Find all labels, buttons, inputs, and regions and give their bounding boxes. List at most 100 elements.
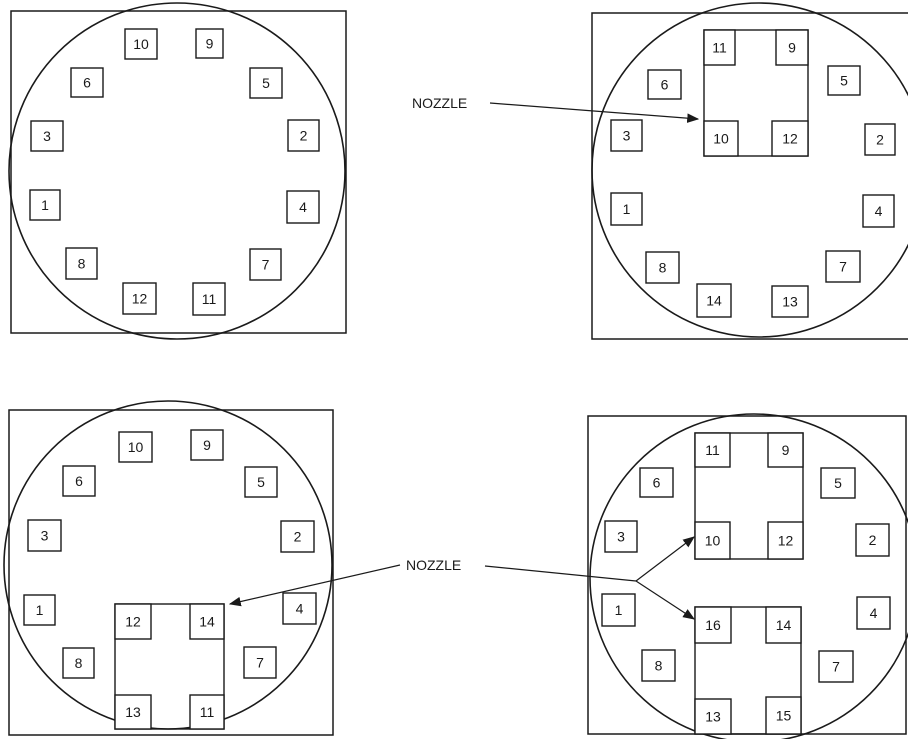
nozzle-arrow-top (489, 102, 700, 123)
box-12: 12 (771, 120, 809, 157)
svg-text:1: 1 (623, 201, 631, 217)
svg-text:7: 7 (256, 655, 264, 671)
box-2: 2 (864, 123, 896, 156)
box-4: 4 (282, 592, 317, 625)
box-6: 6 (62, 465, 96, 497)
box-12: 12 (122, 282, 157, 315)
nozzle-arrow-left (228, 564, 401, 607)
svg-text:8: 8 (75, 655, 83, 671)
box-2: 2 (855, 523, 890, 557)
box-10: 10 (703, 120, 739, 157)
box-3: 3 (30, 120, 64, 152)
svg-text:2: 2 (876, 132, 884, 148)
svg-text:7: 7 (839, 259, 847, 275)
panel-2-frame (591, 12, 908, 340)
panel-1: 10 9 6 5 3 2 1 4 8 7 12 11 (8, 2, 347, 340)
panel-1-frame (10, 10, 347, 334)
panel-3-circle (3, 400, 333, 730)
svg-text:10: 10 (133, 36, 149, 52)
box-14: 14 (696, 283, 732, 318)
svg-text:1: 1 (36, 602, 44, 618)
box-12: 12 (114, 603, 152, 640)
panel-3: 10 9 6 5 3 2 1 4 8 7 12 14 13 11 (3, 400, 334, 736)
panel-1-circle (8, 2, 346, 340)
nozzle-arrow-right-top (635, 536, 695, 582)
box-5: 5 (820, 467, 856, 499)
svg-text:12: 12 (782, 131, 798, 147)
svg-text:6: 6 (75, 473, 83, 489)
svg-text:8: 8 (659, 260, 667, 276)
svg-text:5: 5 (257, 474, 265, 490)
svg-text:12: 12 (132, 291, 148, 307)
svg-text:8: 8 (78, 256, 86, 272)
svg-text:1: 1 (41, 197, 49, 213)
svg-text:12: 12 (778, 533, 794, 549)
svg-text:10: 10 (713, 131, 729, 147)
nozzle-callout-top: NOZZLE (412, 95, 700, 123)
nozzle-1: 11 9 10 12 (703, 29, 809, 157)
box-7: 7 (249, 248, 282, 281)
box-13: 13 (771, 285, 809, 318)
nozzle-4: 16 14 13 15 (694, 606, 802, 735)
nozzle-3-outline (694, 432, 804, 560)
box-4: 4 (862, 194, 895, 228)
svg-text:3: 3 (43, 128, 51, 144)
svg-text:13: 13 (125, 704, 141, 720)
box-3: 3 (610, 119, 643, 152)
svg-text:5: 5 (834, 475, 842, 491)
svg-text:6: 6 (83, 75, 91, 91)
box-3: 3 (604, 520, 638, 553)
nozzle-callout-bottom: NOZZLE (228, 536, 696, 620)
svg-text:4: 4 (296, 601, 304, 617)
panel-2: 11 9 10 12 6 5 3 2 1 4 8 7 14 13 (591, 2, 908, 340)
panel-2-circle (591, 2, 908, 338)
nozzle-1-outline (703, 29, 809, 157)
nozzle-arrow-right-bottom (635, 580, 696, 620)
svg-text:9: 9 (203, 437, 211, 453)
box-6: 6 (639, 467, 674, 498)
svg-text:7: 7 (832, 659, 840, 675)
box-9: 9 (190, 429, 224, 461)
svg-text:8: 8 (655, 658, 663, 674)
svg-text:12: 12 (125, 614, 141, 630)
box-15: 15 (765, 696, 802, 735)
box-4: 4 (286, 190, 320, 224)
svg-text:11: 11 (712, 40, 727, 56)
box-14: 14 (189, 603, 225, 640)
box-1: 1 (23, 594, 56, 626)
svg-text:11: 11 (200, 704, 215, 720)
svg-text:7: 7 (262, 257, 270, 273)
box-9: 9 (767, 432, 804, 468)
box-12: 12 (767, 521, 804, 560)
box-11: 11 (192, 282, 226, 316)
box-5: 5 (249, 67, 283, 99)
svg-text:5: 5 (840, 73, 848, 89)
box-14: 14 (765, 606, 802, 644)
box-5: 5 (827, 65, 861, 96)
svg-text:13: 13 (705, 709, 721, 725)
svg-text:3: 3 (623, 128, 631, 144)
svg-text:4: 4 (299, 199, 307, 215)
svg-text:3: 3 (41, 528, 49, 544)
svg-text:14: 14 (776, 617, 792, 633)
svg-text:4: 4 (875, 203, 883, 219)
box-4: 4 (856, 596, 891, 630)
box-8: 8 (641, 649, 676, 682)
box-7: 7 (818, 650, 854, 683)
svg-text:6: 6 (661, 77, 669, 93)
box-6: 6 (647, 69, 682, 100)
box-1: 1 (29, 189, 61, 221)
box-16: 16 (694, 606, 732, 644)
box-11: 11 (189, 694, 225, 730)
nozzle-2: 12 14 13 11 (114, 603, 225, 730)
svg-text:2: 2 (300, 128, 308, 144)
panel-4: 11 9 10 12 16 14 13 15 6 5 3 2 1 4 8 7 (587, 413, 908, 739)
svg-text:15: 15 (776, 708, 792, 724)
svg-text:14: 14 (199, 614, 215, 630)
box-3: 3 (27, 519, 62, 552)
svg-text:10: 10 (128, 439, 144, 455)
box-5: 5 (244, 466, 278, 498)
box-2: 2 (287, 119, 320, 152)
box-13: 13 (114, 694, 152, 730)
svg-text:9: 9 (788, 40, 796, 56)
